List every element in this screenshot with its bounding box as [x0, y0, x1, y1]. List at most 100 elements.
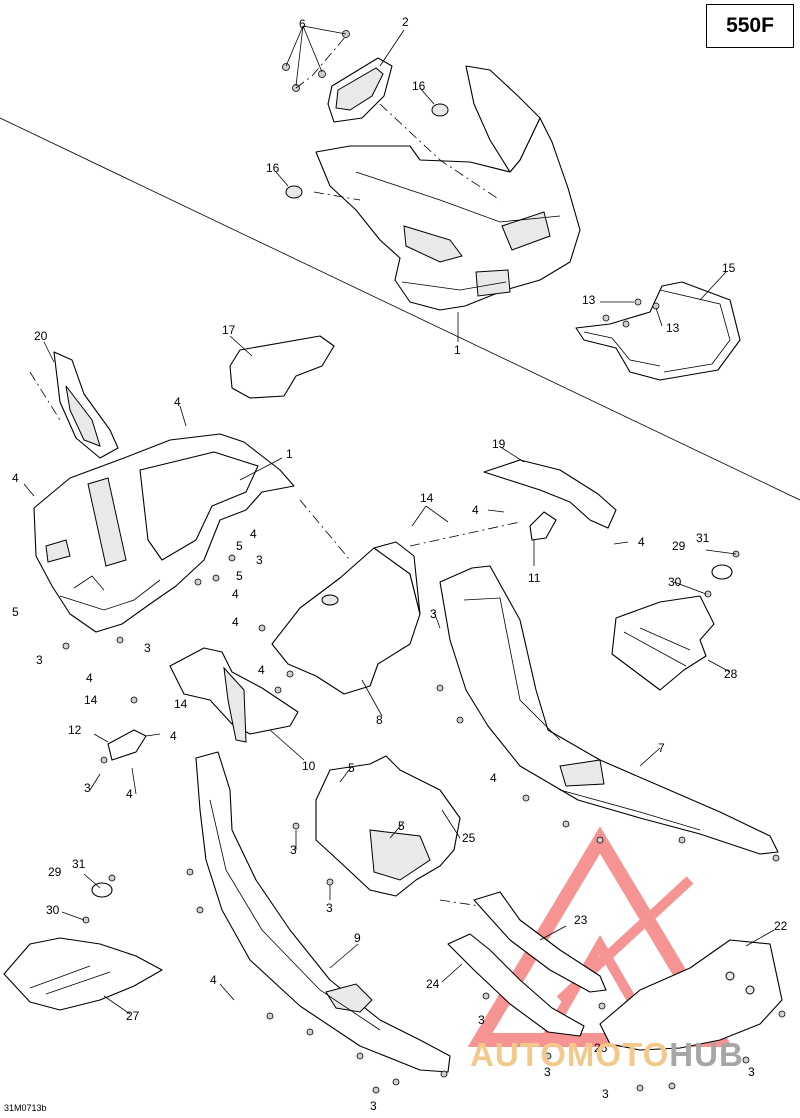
- part-9-long-rail: [195, 751, 451, 1073]
- model-label-box: 550F: [706, 4, 794, 48]
- callout-13-left: 13: [582, 293, 596, 307]
- part-19-bracket: [483, 459, 617, 529]
- callout-4-long: 4: [210, 973, 217, 987]
- callout-1-lower: 1: [286, 447, 293, 461]
- callout-16-left: 16: [266, 161, 280, 175]
- callout-4-panel2: 4: [258, 663, 265, 677]
- part-29-clip-upper: [704, 550, 740, 598]
- callout-7: 7: [658, 741, 665, 755]
- callout-13-right: 13: [666, 321, 680, 335]
- callout-3-mid: 3: [256, 553, 263, 567]
- callout-3-lower: 3: [478, 1013, 485, 1027]
- callout-11: 11: [528, 571, 541, 585]
- callout-31-upper: 31: [696, 531, 710, 545]
- callout-3-bottom2: 3: [370, 1099, 377, 1113]
- callout-5-shield2: 5: [398, 819, 405, 833]
- watermark-text-part1: AUTOMOTO: [470, 1036, 670, 1073]
- part-11-clip: [529, 511, 557, 541]
- callout-24: 24: [426, 977, 440, 991]
- callout-4-mid2: 4: [232, 587, 239, 601]
- part-10-lower-panel: [169, 647, 299, 743]
- part-24-rail: [447, 933, 585, 1037]
- callout-22: 22: [774, 919, 788, 933]
- part-8-center-panel: [271, 541, 421, 695]
- part-12-clip: [107, 729, 147, 761]
- callout-6: 6: [299, 17, 306, 31]
- section-divider-line: [0, 117, 800, 501]
- callout-16-upper: 16: [412, 79, 426, 93]
- callout-8: 8: [376, 713, 383, 727]
- part-2-cap: [327, 57, 393, 123]
- callout-19: 19: [492, 437, 506, 451]
- callout-3-rail: 3: [430, 607, 437, 621]
- callout-4-clip2: 4: [126, 787, 133, 801]
- part-25-heat-shield: [315, 755, 461, 897]
- callout-30-upper: 30: [668, 575, 682, 589]
- callout-12: 12: [68, 723, 82, 737]
- callout-3-shield2: 3: [326, 901, 333, 915]
- callout-14-left: 14: [84, 693, 98, 707]
- watermark-text: AUTOMOTOHUB: [470, 1036, 744, 1074]
- callout-30-lower: 30: [46, 903, 60, 917]
- callout-17: 17: [222, 323, 236, 337]
- part-15-handle: [575, 281, 741, 381]
- callout-29-upper: 29: [672, 539, 686, 553]
- callout-4-clip: 4: [170, 729, 177, 743]
- callout-29-lower: 29: [48, 865, 62, 879]
- callout-4-rail: 4: [490, 771, 497, 785]
- part-22-plate: [599, 939, 783, 1051]
- part-28-shield: [611, 595, 715, 691]
- part-23-rail: [473, 891, 607, 993]
- part-7-side-rail: [439, 565, 779, 855]
- callout-3-clip: 3: [84, 781, 91, 795]
- fasteners: [62, 554, 786, 1094]
- callout-3-shield: 3: [290, 843, 297, 857]
- callout-5-mid: 5: [236, 569, 243, 583]
- callout-20: 20: [34, 329, 48, 343]
- part-27-shield: [3, 937, 163, 1011]
- callout-5-left: 5: [12, 605, 19, 619]
- part-16-grommet-upper: [431, 103, 449, 117]
- callout-5-upper: 5: [236, 539, 243, 553]
- callout-3-lower3: 3: [748, 1065, 755, 1079]
- callout-23: 23: [574, 913, 588, 927]
- callout-3-lower2: 3: [544, 1065, 551, 1079]
- part-1-front-body: [33, 433, 295, 633]
- callout-4-mid: 4: [250, 527, 257, 541]
- callout-3-bottom: 3: [602, 1087, 609, 1101]
- callout-4-panel: 4: [232, 615, 239, 629]
- callout-1-upper: 1: [454, 343, 461, 357]
- assembly-lines: [29, 35, 521, 907]
- leader-lines: [23, 25, 775, 1015]
- callout-4-left: 4: [12, 471, 19, 485]
- callout-14-upper: 14: [420, 491, 434, 505]
- callout-14-lower: 14: [174, 697, 188, 711]
- callout-2: 2: [402, 15, 409, 29]
- part-16-grommet-left: [285, 185, 303, 199]
- callout-3-left2: 3: [144, 641, 151, 655]
- callout-10: 10: [302, 759, 316, 773]
- drawing-code: 31M0713b: [4, 1103, 47, 1113]
- part-13-screws: [602, 298, 660, 328]
- callout-31-lower: 31: [72, 857, 86, 871]
- callout-4-right: 4: [472, 503, 479, 517]
- callout-4-top: 4: [174, 395, 181, 409]
- callout-4-left2: 4: [86, 671, 93, 685]
- callout-9: 9: [354, 931, 361, 945]
- callout-27: 27: [126, 1009, 140, 1023]
- callout-28: 28: [724, 667, 738, 681]
- callout-labels: 6 2 16 16 15 13 13 1 20 17 4 1 4 4 3 5 4…: [12, 15, 788, 1113]
- callout-15: 15: [722, 261, 736, 275]
- watermark-text-part2: HUB: [669, 1036, 744, 1073]
- part-20-bracket: [53, 351, 119, 459]
- callout-3-left: 3: [36, 653, 43, 667]
- callout-26: 26: [594, 1041, 608, 1055]
- part-17-pad: [229, 335, 335, 399]
- callout-4-right2: 4: [638, 535, 645, 549]
- part-29-clip-lower: [82, 874, 116, 924]
- part-1-upper-console: [315, 65, 581, 311]
- callout-5-shield: 5: [348, 761, 355, 775]
- callout-25: 25: [462, 831, 476, 845]
